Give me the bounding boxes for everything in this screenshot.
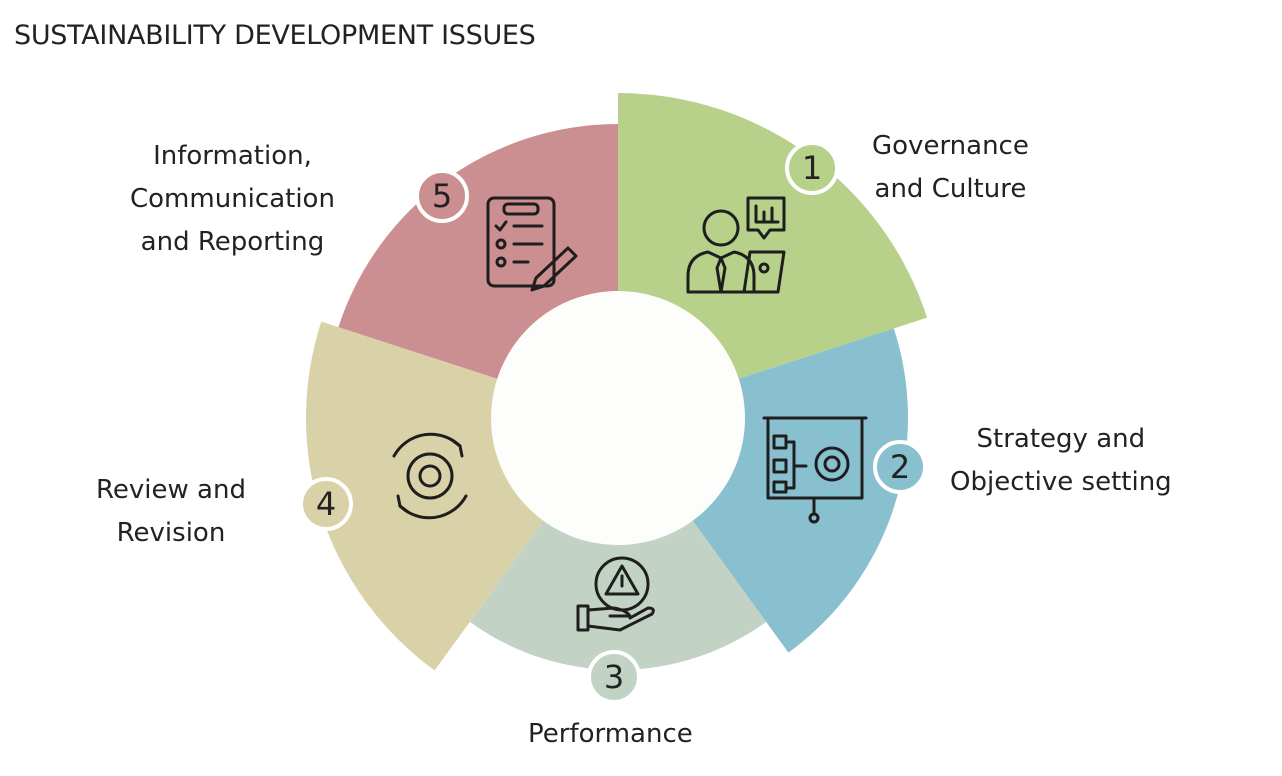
label-line: Governance bbox=[872, 131, 1029, 161]
gear-refresh-icon bbox=[392, 432, 468, 520]
step-badge-4: 4 bbox=[299, 477, 353, 531]
segment-label-2: Strategy and Objective setting bbox=[950, 418, 1172, 504]
checklist-pencil-icon bbox=[486, 196, 578, 292]
center-circle bbox=[491, 291, 745, 545]
strategy-board-gear-icon bbox=[762, 416, 868, 524]
segment-label-1: Governance and Culture bbox=[872, 125, 1029, 211]
step-number: 5 bbox=[432, 177, 452, 215]
label-line: Strategy and bbox=[976, 424, 1146, 454]
hand-gear-warning-icon bbox=[576, 556, 655, 632]
step-badge-5: 5 bbox=[415, 169, 469, 223]
label-line: Information, bbox=[153, 141, 312, 171]
step-number: 4 bbox=[316, 485, 336, 523]
label-line: and Culture bbox=[874, 174, 1027, 204]
step-number: 2 bbox=[890, 448, 910, 486]
label-line: Objective setting bbox=[950, 467, 1172, 497]
label-line: Review and bbox=[96, 475, 246, 505]
label-line: Communication bbox=[130, 184, 335, 214]
segment-label-5: Information, Communication and Reporting bbox=[130, 135, 335, 264]
segment-label-4: Review and Revision bbox=[96, 469, 246, 555]
step-badge-3: 3 bbox=[587, 650, 641, 704]
businessman-presentation-icon bbox=[686, 196, 786, 294]
step-badge-1: 1 bbox=[785, 141, 839, 195]
step-badge-2: 2 bbox=[873, 440, 927, 494]
segment-label-3: Performance bbox=[528, 713, 693, 756]
label-line: Revision bbox=[116, 518, 226, 548]
label-line: Performance bbox=[528, 719, 693, 749]
step-number: 3 bbox=[604, 658, 624, 696]
page-title: SUSTAINABILITY DEVELOPMENT ISSUES bbox=[14, 20, 536, 51]
step-number: 1 bbox=[802, 149, 822, 187]
label-line: and Reporting bbox=[140, 227, 325, 257]
